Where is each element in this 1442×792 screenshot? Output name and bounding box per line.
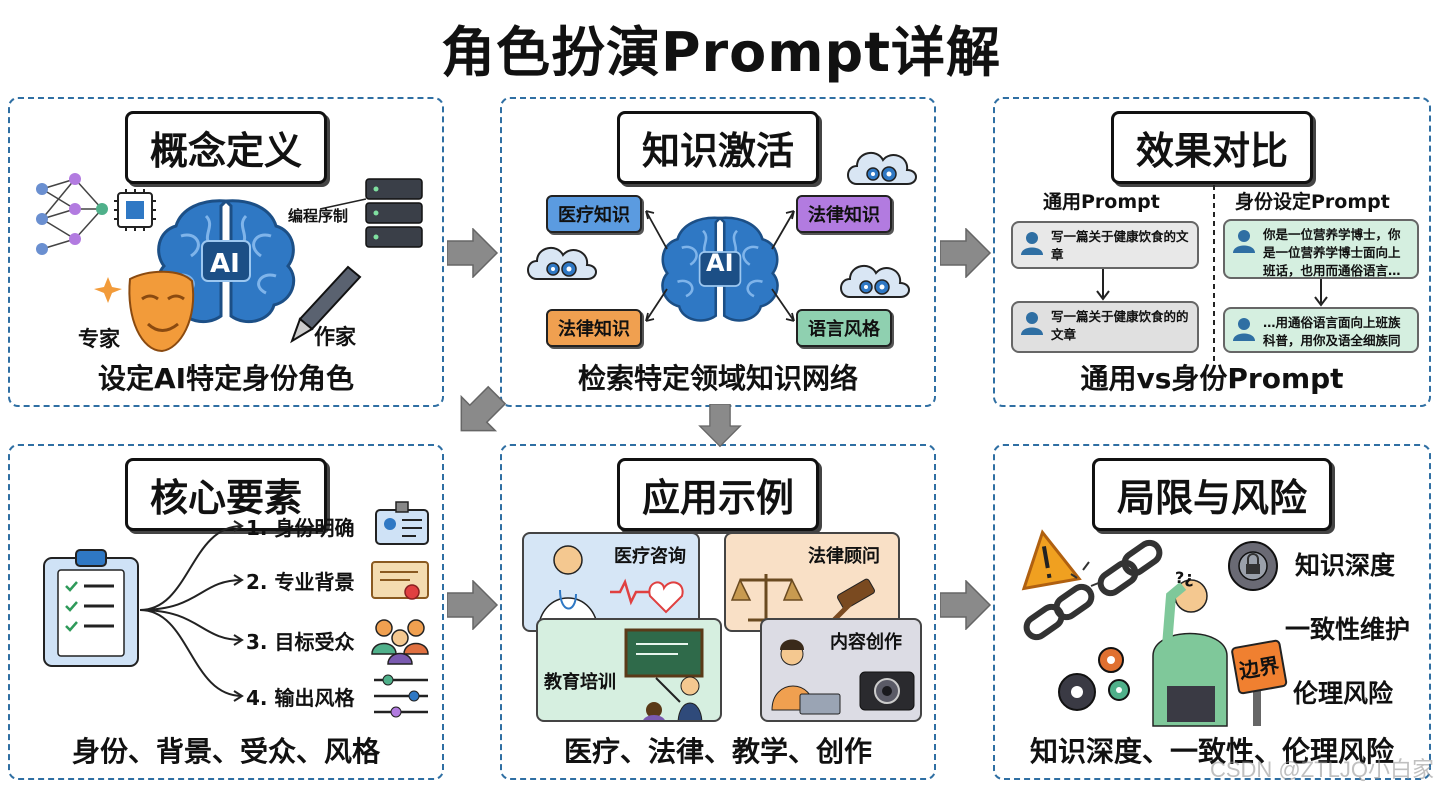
panel-elements: 核心要素 (8, 444, 444, 780)
caption-risks: 知识深度、一致性、伦理风险 (1029, 735, 1394, 768)
card-education-title: 教育培训 (544, 672, 616, 693)
panel-knowledge: 知识激活 AI 医疗知识 法律知识 法律知识 语言风格 检索特定领域知识网络 (500, 97, 936, 407)
tag-law-knowledge-bottom: 法律知识 (546, 309, 642, 347)
neural-network-icon (36, 173, 108, 255)
chip-icon (114, 189, 156, 231)
user-icon (1021, 312, 1043, 335)
confused-person-icon (1152, 579, 1228, 727)
watermark: CSDN @ZTLJQ小白家 (1209, 757, 1434, 782)
element-background: 2. 专业背景 (246, 570, 355, 594)
label-expert: 专家 (78, 327, 120, 351)
panel-compare: 效果对比 通用Prompt 身份设定Prompt 写一篇关于健康饮食的文章 写一… (993, 97, 1431, 407)
panel-title-knowledge: 知识激活 (616, 111, 820, 184)
msg-role-2: …用通俗语言面向上班族科普，用你及语全细族同警… (1223, 307, 1419, 353)
arrow-concept-to-knowledge (447, 228, 498, 278)
panel-concept: 概念定义 (8, 97, 444, 407)
panel-risks: 局限与风险 (993, 444, 1431, 780)
user-icon (1021, 232, 1043, 255)
sliders-icon (374, 674, 428, 718)
clipboard-icon (43, 549, 139, 667)
compare-divider (1096, 185, 1328, 361)
lock-gear-icon (1228, 541, 1278, 591)
card-education: 教育培训 (536, 618, 722, 722)
server-icon (319, 178, 423, 248)
label-writer: 作家 (314, 325, 356, 349)
element-style: 4. 输出风格 (246, 686, 355, 710)
confused-question-mark: ?¿ (1175, 568, 1194, 587)
broken-chain-icon (1023, 539, 1163, 641)
cloud-gear-icon (840, 264, 910, 298)
card-medical-title: 医疗咨询 (614, 546, 686, 567)
arrow-knowledge-to-compare (940, 228, 991, 278)
panel-title-apps: 应用示例 (616, 458, 820, 531)
cloud-gear-icon (527, 246, 597, 280)
label-programmer: 编程序制 (288, 207, 349, 225)
certificate-icon (371, 561, 429, 600)
arrow-knowledge-to-elements (446, 380, 512, 446)
compare-head-role: 身份设定Prompt (1235, 191, 1390, 213)
caption-elements: 身份、背景、受众、风格 (71, 735, 380, 768)
msg-role-2-text: …用通俗语言面向上班族科普，用你及语全细族同警… (1263, 315, 1401, 348)
msg-generic-2: 写一篇关于健康饮食的的文章 (1011, 301, 1199, 353)
caption-apps: 医疗、法律、教学、创作 (563, 735, 872, 768)
panel-title-compare: 效果对比 (1110, 111, 1314, 184)
arrow-knowledge-down (699, 404, 741, 447)
pen-icon (290, 265, 362, 344)
msg-role-1-text: 你是一位营养学博士，你是一位营养学博士面向上班话，也用而通俗语言… (1263, 227, 1401, 278)
card-law: 法律顾问 (724, 532, 900, 632)
panel-title-concept: 概念定义 (124, 111, 328, 184)
msg-role-1: 你是一位营养学博士，你是一位营养学博士面向上班话，也用而通俗语言… (1223, 219, 1419, 279)
caption-compare: 通用vs身份Prompt (1080, 362, 1344, 395)
risk-knowledge-depth: 知识深度 (1295, 551, 1396, 580)
arrow-apps-to-risks (940, 580, 991, 630)
msg-generic-2-text: 写一篇关于健康饮食的的文章 (1051, 309, 1189, 342)
brain-ai-label: AI (210, 249, 240, 279)
gears-icon (1058, 647, 1130, 711)
boundary-sign-icon (1231, 639, 1288, 726)
audience-icon (371, 619, 429, 665)
card-medical: 医疗咨询 (522, 532, 700, 632)
caption-concept: 设定AI特定身份角色 (97, 362, 355, 395)
id-card-icon (375, 501, 429, 545)
tag-language-style: 语言风格 (796, 309, 892, 347)
card-content-title: 内容创作 (830, 632, 902, 653)
panel-title-elements: 核心要素 (124, 458, 328, 531)
tag-law-knowledge-top: 法律知识 (796, 195, 892, 233)
teacher-icon (624, 628, 704, 720)
risk-ethics: 伦理风险 (1293, 679, 1394, 708)
caption-knowledge: 检索特定领域知识网络 (577, 362, 858, 395)
page-title: 角色扮演Prompt详解 (440, 21, 1002, 84)
warning-icon (1021, 529, 1082, 591)
risk-consistency: 一致性维护 (1285, 615, 1411, 644)
risks-illustration (1021, 529, 1288, 727)
user-icon (1233, 230, 1255, 253)
brain-ai-label: AI (706, 249, 734, 277)
compare-head-generic: 通用Prompt (1043, 191, 1160, 213)
tag-medical-knowledge: 医疗知识 (546, 195, 642, 233)
cloud-gear-icon (847, 151, 917, 185)
card-content: 内容创作 (760, 618, 922, 722)
arrow-elements-to-apps (447, 580, 498, 630)
theater-mask-icon (94, 270, 195, 353)
panel-title-risks: 局限与风险 (1091, 458, 1333, 531)
element-identity: 1. 身份明确 (246, 516, 355, 540)
concept-illustration (36, 173, 423, 353)
panel-apps: 应用示例 医疗咨询 法律顾问 教育培训 (500, 444, 936, 780)
user-icon (1233, 318, 1255, 341)
card-law-title: 法律顾问 (808, 546, 880, 567)
creator-icon (771, 639, 915, 715)
knowledge-illustration (527, 151, 917, 322)
elements-illustration (43, 501, 429, 718)
msg-generic-1-text: 写一篇关于健康饮食的文章 (1051, 229, 1189, 262)
msg-generic-1: 写一篇关于健康饮食的文章 (1011, 221, 1199, 269)
element-audience: 3. 目标受众 (246, 630, 355, 654)
